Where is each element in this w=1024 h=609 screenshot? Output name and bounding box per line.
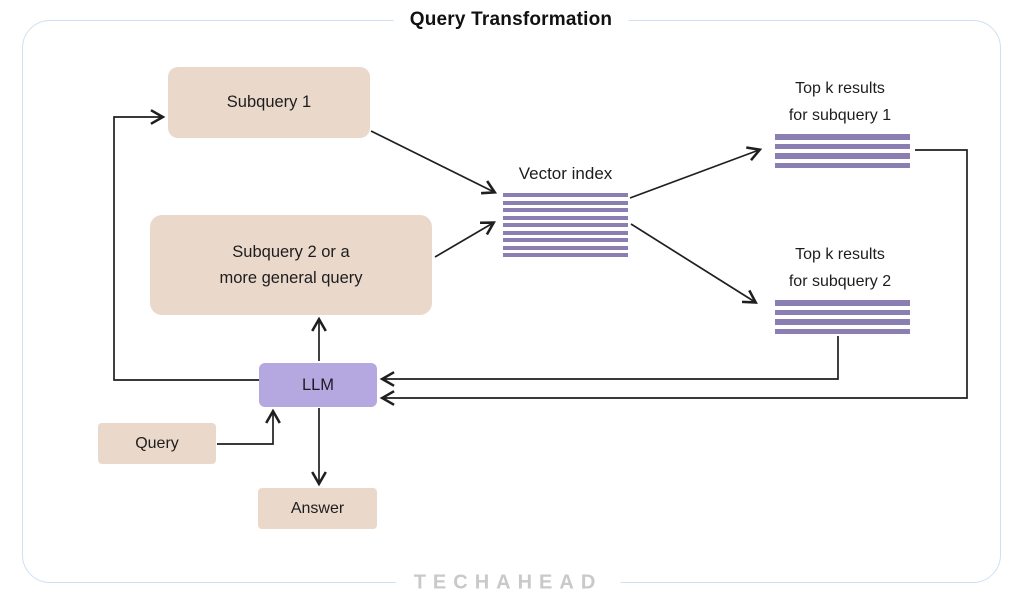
vector-index-stripes — [503, 193, 628, 257]
index-stripe — [775, 143, 910, 149]
index-stripe — [503, 223, 628, 227]
node-llm: LLM — [259, 363, 377, 407]
topk1-label: Top k results for subquery 1 — [755, 75, 925, 129]
index-stripe — [503, 200, 628, 205]
index-stripe — [503, 215, 628, 220]
index-stripe — [775, 300, 910, 306]
topk1-label-line1: Top k results — [795, 80, 885, 97]
topk1-stripes — [775, 134, 910, 168]
node-query: Query — [98, 423, 216, 464]
topk2-label-line2: for subquery 2 — [788, 273, 892, 290]
node-query-label: Query — [135, 434, 179, 452]
index-stripe — [775, 328, 910, 334]
techahead-logo: TECHAHEAD — [395, 571, 621, 595]
index-stripe — [775, 309, 910, 315]
node-subquery1: Subquery 1 — [168, 67, 370, 138]
page-title: Query Transformation — [393, 9, 629, 31]
index-stripe — [775, 153, 910, 159]
topk2-stripes — [775, 300, 910, 334]
topk2-label: Top k results for subquery 2 — [755, 241, 925, 295]
index-stripe — [503, 208, 628, 212]
node-subquery2-label-line1: Subquery 2 or a — [232, 242, 350, 261]
index-stripe — [503, 230, 628, 235]
node-answer-label: Answer — [290, 499, 345, 517]
index-stripe — [503, 193, 628, 197]
index-stripe — [775, 319, 910, 325]
topk1-label-line2: for subquery 1 — [788, 107, 892, 124]
index-stripe — [503, 253, 628, 257]
node-subquery2: Subquery 2 or a more general query — [150, 215, 432, 315]
node-answer: Answer — [258, 488, 377, 529]
index-stripe — [503, 238, 628, 242]
topk2-label-line1: Top k results — [795, 246, 885, 263]
index-stripe — [503, 245, 628, 250]
index-stripe — [775, 134, 910, 140]
index-stripe — [775, 162, 910, 168]
node-llm-label: LLM — [301, 375, 335, 394]
node-subquery2-label-line2: more general query — [219, 269, 363, 287]
node-subquery1-label: Subquery 1 — [226, 93, 312, 112]
vector-index-label: Vector index — [518, 164, 613, 183]
